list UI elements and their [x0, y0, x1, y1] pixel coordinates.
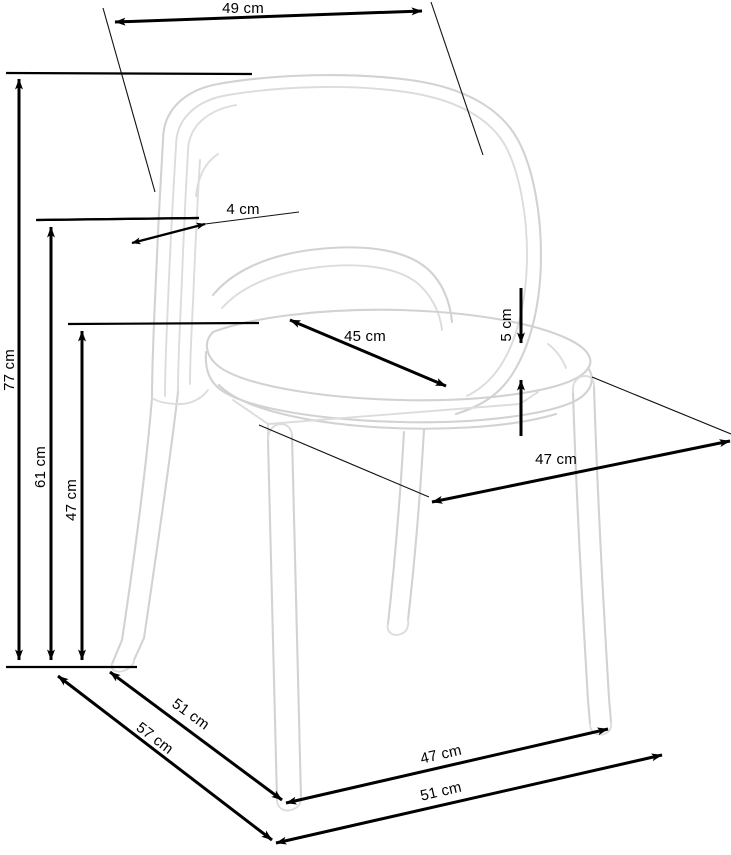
leader-line-47-bottom [258, 424, 430, 498]
rear-right-leg-right-edge [406, 428, 426, 622]
rear-right-leg-left-edge [386, 430, 406, 626]
backrest-seat-joint-left [151, 389, 209, 405]
front-right-leg-right-edge [592, 384, 613, 724]
dim-label-5: 5 cm [498, 308, 515, 341]
dimension-backrest-width-49: 49 cm [102, 0, 484, 193]
front-right-leg-left-edge [571, 390, 592, 726]
dim-label-47-seat: 47 cm [535, 451, 577, 468]
dimension-floor-width-51: 51 cm [275, 753, 663, 845]
dim-label-45: 45 cm [344, 328, 386, 345]
dimension-height-47: 47 cm [63, 321, 260, 661]
front-right-leg-top-cap [571, 375, 595, 393]
backrest-archway-outline [211, 246, 454, 324]
dim-line-49 [114, 7, 423, 26]
backrest-seat-joint-right [547, 343, 567, 369]
front-left-leg-left-edge [266, 438, 279, 802]
dimension-seat-depth-47: 47 cm [258, 376, 731, 504]
ext-line-77-top [5, 71, 253, 76]
dimension-height-77: 77 cm [1, 71, 253, 669]
backrest-inner-contour [175, 86, 528, 397]
seat-underframe [217, 383, 558, 430]
dim-line-floor-57 [57, 674, 273, 842]
backrest-left-panel-1 [150, 138, 165, 400]
rear-left-leg [110, 396, 154, 666]
front-left-leg-right-edge [290, 434, 303, 800]
backrest-outer-outline [161, 74, 543, 409]
dimension-seat-thickness-5: 5 cm [498, 288, 525, 436]
backrest-corner-detail [195, 153, 219, 197]
dim-line-47-seat [431, 439, 731, 504]
seat-top-outline [205, 308, 592, 402]
backrest-left-panel-4 [189, 159, 201, 385]
ext-line-49-right [430, 1, 484, 156]
dimension-backrest-thickness-4: 4 cm [35, 201, 300, 245]
dim-label-floor-51: 51 cm [169, 695, 213, 733]
ext-line-61-top [36, 216, 200, 222]
front-left-leg-top-cap [267, 423, 293, 441]
rear-left-leg-foot [110, 659, 135, 673]
rear-left-leg-inner [132, 390, 180, 662]
dim-line-floor-w51 [275, 753, 663, 845]
backrest-archway-inner [221, 264, 443, 331]
dim-line-45 [289, 318, 447, 388]
dimension-floor-depth-57: 57 cm [57, 674, 273, 842]
dimension-seat-depth-45: 45 cm [289, 318, 447, 388]
dim-label-49: 49 cm [222, 0, 264, 17]
backrest-seam-line [187, 104, 237, 153]
dimension-height-61: 61 cm [32, 216, 200, 661]
ext-line-47h-top [67, 321, 260, 326]
backrest-left-panel-3 [177, 151, 189, 393]
dim-label-77: 77 cm [1, 349, 18, 391]
leader-line-47-top [591, 376, 731, 435]
rear-right-leg-foot [386, 619, 410, 636]
ext-line-49-left [102, 7, 156, 193]
backrest-left-panel-2 [164, 145, 177, 397]
dim-label-47h: 47 cm [63, 479, 80, 521]
seat-front-edge-outline [204, 350, 593, 424]
dim-line-4-lower [131, 222, 206, 245]
dim-label-4: 4 cm [226, 201, 259, 218]
dim-label-61: 61 cm [32, 446, 49, 488]
chair-illustration [110, 74, 613, 812]
leader-line-4 [204, 211, 300, 225]
